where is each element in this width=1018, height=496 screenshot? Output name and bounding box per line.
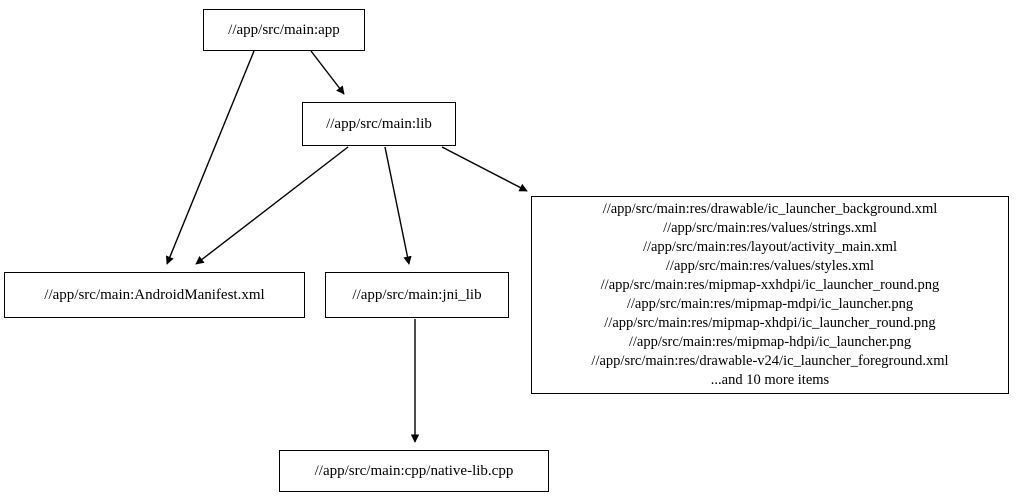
edge-app-to-manifest	[165, 50, 255, 265]
edge-lib-to-jni-lib	[384, 146, 412, 265]
node-res-files-group[interactable]: //app/src/main:res/drawable/ic_launcher_…	[531, 196, 1009, 394]
node-jni-lib[interactable]: //app/src/main:jni_lib	[325, 272, 509, 318]
edge-lib-to-manifest	[195, 146, 349, 265]
node-android-manifest[interactable]: //app/src/main:AndroidManifest.xml	[4, 272, 305, 318]
edge-app-to-lib	[310, 50, 345, 95]
edge-lib-to-res	[441, 146, 528, 192]
node-native-lib-cpp[interactable]: //app/src/main:cpp/native-lib.cpp	[279, 450, 549, 492]
node-app[interactable]: //app/src/main:app	[203, 9, 365, 51]
node-lib[interactable]: //app/src/main:lib	[302, 102, 456, 146]
